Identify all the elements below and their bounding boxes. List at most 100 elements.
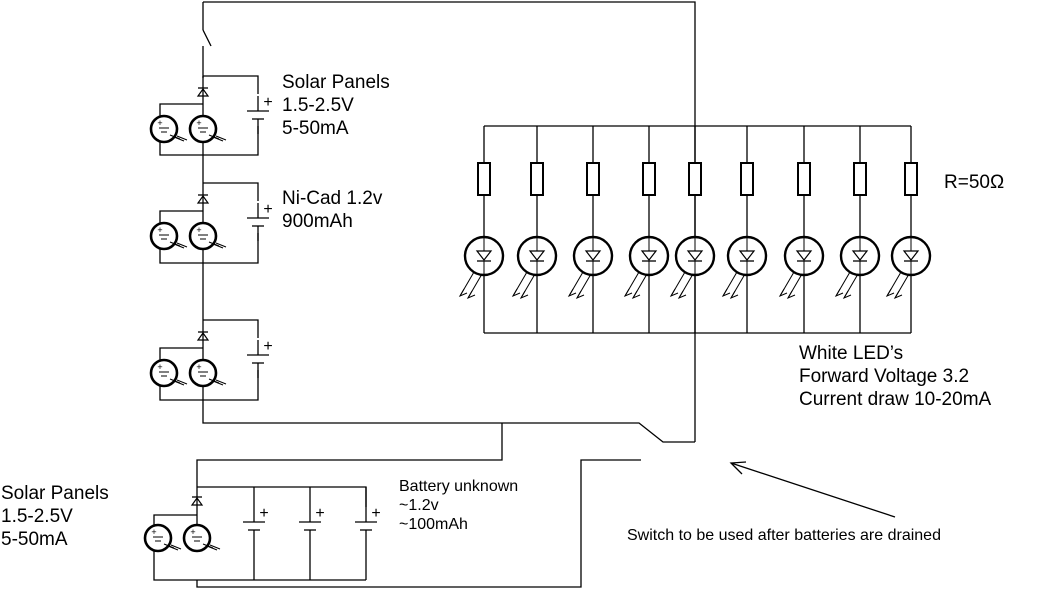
unit-3-solar-cell-1 — [149, 358, 179, 388]
led-6-light-arrowhead-1 — [721, 288, 731, 298]
unit-1-panel-bottom-wire — [159, 142, 203, 156]
led-2-light-arrowhead-1 — [511, 288, 521, 298]
unit-1-solar-cell-1-ray-2 — [176, 135, 188, 141]
battery-unknown-line-3: ~100mAh — [399, 516, 468, 533]
led-7-light-arrowhead-2 — [786, 290, 796, 300]
unit-2-panel-top-wire — [159, 210, 203, 223]
solar-top-line-3: 5-50mA — [282, 118, 349, 139]
nicad-label: Ni-Cad 1.2v 900mAh — [282, 187, 382, 233]
battery-unknown-line-2: ~1.2v — [399, 497, 439, 514]
unit-3-battery-bottom-wire — [203, 370, 259, 401]
resistor-2 — [530, 162, 544, 196]
unit-4-panel-bottom-wire — [153, 551, 197, 581]
top-rail — [203, 1, 696, 442]
resistor-value-label: R=50Ω — [944, 172, 1005, 193]
unit-2-solar-cell-1-ray-1 — [173, 243, 185, 249]
solar-bottom-line-1: Solar Panels — [1, 483, 109, 504]
led-7-light-arrowhead-1 — [778, 288, 788, 298]
solar-top-line-1: Solar Panels — [282, 72, 390, 93]
unit-4-solar-cell-1-ray-2 — [170, 544, 182, 550]
solar-top-line-2: 1.5-2.5V — [282, 95, 354, 116]
led-6-light-arrowhead-2 — [729, 290, 739, 300]
resistor-1 — [477, 162, 491, 196]
battery-unknown-line-1: Battery unknown — [399, 478, 519, 495]
resistor-5 — [688, 162, 702, 196]
unit-3-solar-cell-1-plus: + — [157, 362, 162, 372]
led-label: White LED’s Forward Voltage 3.2 Current … — [799, 342, 991, 411]
led-8-light-arrowhead-2 — [842, 290, 852, 300]
resistor-4 — [642, 162, 656, 196]
unit-3-solar-cell-2-ray-1 — [212, 380, 224, 386]
unit-1-solar-cell-1 — [149, 114, 179, 144]
resistor-9 — [904, 162, 918, 196]
unit-2-solar-cell-1 — [149, 221, 179, 251]
led-5-light-arrowhead-1 — [669, 288, 679, 298]
unit-4-solar-cell-1-ray-1 — [167, 545, 179, 551]
led-8-light-arrowhead-1 — [834, 288, 844, 298]
resistor-7 — [797, 162, 811, 196]
unit-2-solar-cell-2 — [188, 221, 218, 251]
unit-1-solar-cell-2-ray-1 — [212, 136, 224, 142]
resistor-3 — [586, 162, 600, 196]
led-1-light-arrowhead-1 — [458, 288, 468, 298]
unit-2-solar-cell-2-ray-1 — [212, 243, 224, 249]
unit-1-solar-cell-2 — [188, 114, 218, 144]
unit-3-solar-cell-1-ray-2 — [176, 379, 188, 385]
solar-bottom-line-2: 1.5-2.5V — [1, 506, 73, 527]
unit-3-solar-cell-2-plus: + — [196, 362, 201, 372]
unit-4-battery-2-plus: + — [315, 505, 324, 522]
return-rail — [202, 400, 695, 443]
led-4-light-arrowhead-1 — [623, 288, 633, 298]
nicad-line-2: 900mAh — [282, 211, 353, 232]
unit-2-battery-plus: + — [263, 201, 272, 218]
switch-pointer-arrow — [730, 462, 896, 518]
led-3-light-arrowhead-1 — [567, 288, 577, 298]
unit-4-battery-1-plus: + — [259, 505, 268, 522]
nicad-line-1: Ni-Cad 1.2v — [282, 188, 383, 209]
led-1-light-arrowhead-2 — [466, 290, 476, 300]
unit-4-battery-top-wire — [197, 486, 367, 507]
unit-3-battery-plus: + — [263, 338, 272, 355]
unit-1-solar-cell-1-plus: + — [157, 118, 162, 128]
unit-2-solar-cell-2-plus: + — [196, 225, 201, 235]
switch-pointer-arrowhead — [729, 461, 747, 475]
unit-4-solar-cell-2-ray-1 — [206, 545, 218, 551]
led-line-1: White LED’s — [799, 343, 904, 364]
unit-4-panel-top-wire — [153, 514, 197, 527]
middle-connection — [196, 423, 503, 487]
unit-4-solar-cell-1 — [143, 523, 173, 553]
unit-4-solar-cell-2 — [182, 523, 212, 553]
unit-1-solar-cell-1-ray-1 — [173, 136, 185, 142]
unit-1-battery-top-wire — [203, 75, 259, 94]
unit-2-solar-cell-2-ray-2 — [215, 242, 227, 248]
unit-1-battery-plus: + — [263, 94, 272, 111]
battery-unknown-label: Battery unknown ~1.2v ~100mAh — [399, 477, 518, 534]
switch-note-label: Switch to be used after batteries are dr… — [627, 527, 941, 544]
led-line-3: Current draw 10-20mA — [799, 389, 992, 410]
led-5-light-arrowhead-2 — [677, 290, 687, 300]
unit-3-panel-bottom-wire — [159, 386, 203, 401]
unit-3-panel-top-wire — [159, 347, 203, 360]
unit-2-solar-cell-1-plus: + — [157, 225, 162, 235]
unit-3-solar-cell-1-ray-1 — [173, 380, 185, 386]
unit-3-solar-cell-2-ray-2 — [215, 379, 227, 385]
unit-2-battery-top-wire — [203, 182, 259, 201]
unit-4-battery-3-plus: + — [371, 505, 380, 522]
led-2-light-arrowhead-2 — [519, 290, 529, 300]
unit-4-solar-cell-1-plus: + — [151, 527, 156, 537]
switch-blade — [202, 29, 212, 47]
bottom-return-wire — [196, 459, 641, 588]
unit-1-panel-top-wire — [159, 103, 203, 116]
led-4-light-arrowhead-2 — [631, 290, 641, 300]
unit-4-solar-cell-2-ray-2 — [209, 544, 221, 550]
resistor-8 — [853, 162, 867, 196]
unit-1-battery-bottom-wire — [203, 126, 259, 156]
unit-2-battery-bottom-wire — [203, 233, 259, 264]
unit-1-solar-cell-2-plus: + — [196, 118, 201, 128]
led-9-light-arrowhead-1 — [885, 288, 895, 298]
led-line-2: Forward Voltage 3.2 — [799, 366, 970, 387]
unit-2-solar-cell-1-ray-2 — [176, 242, 188, 248]
resistor-6 — [740, 162, 754, 196]
